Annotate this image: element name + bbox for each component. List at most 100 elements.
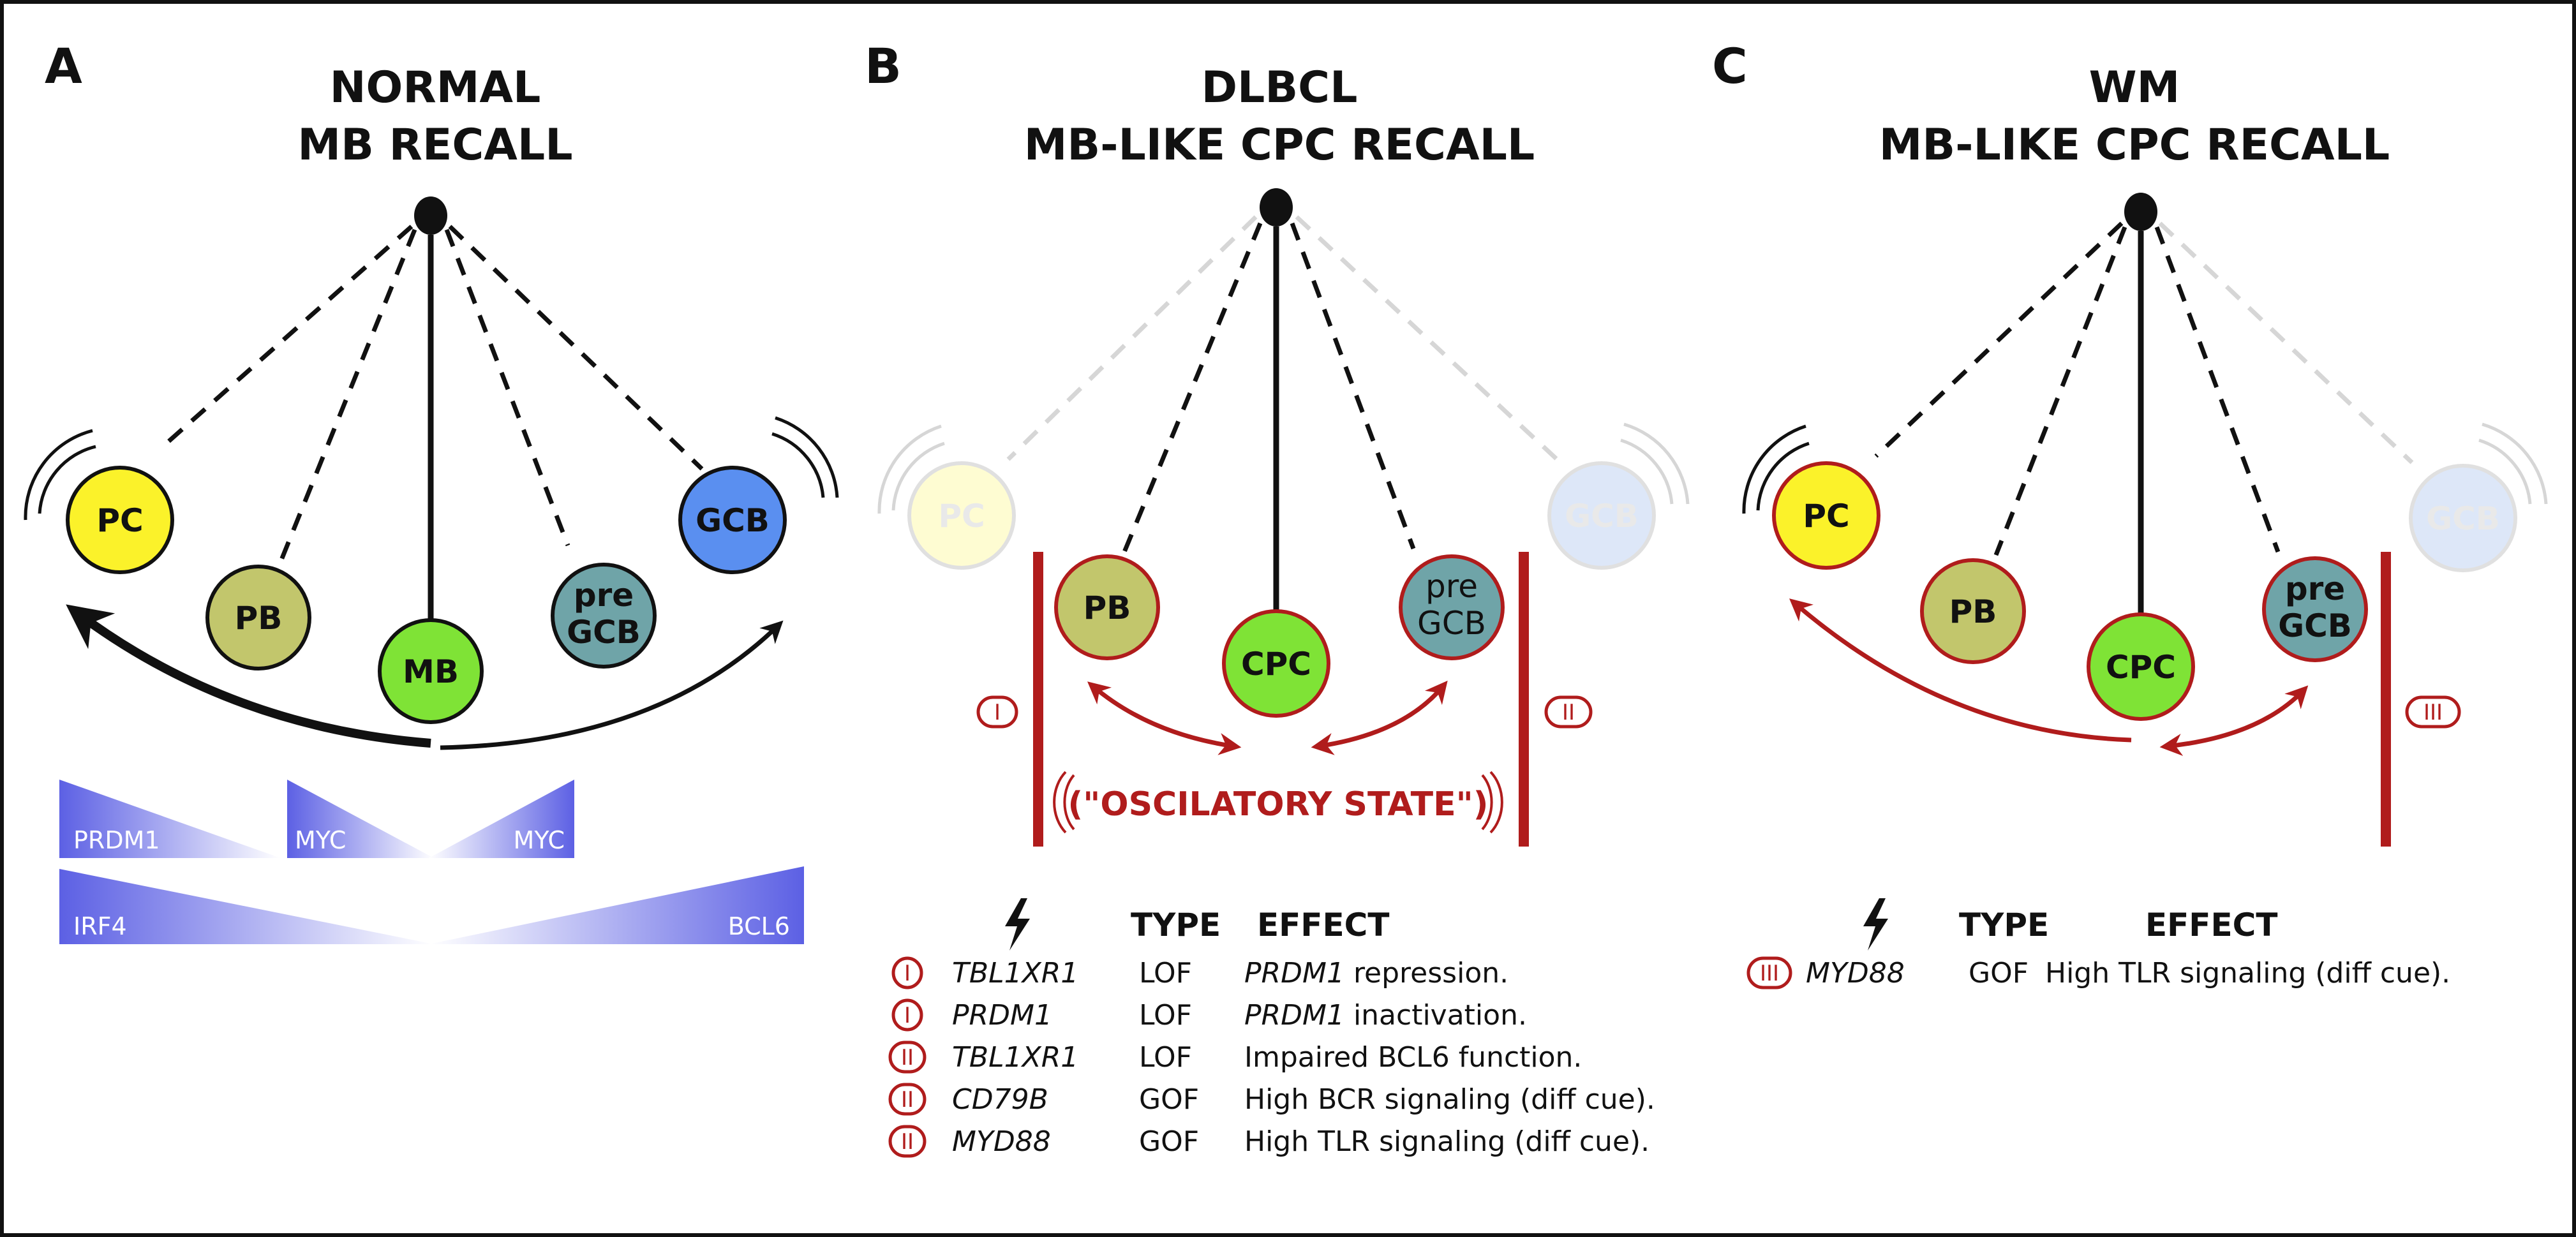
row-mark-badge xyxy=(888,1083,927,1116)
row-effect-text: High BCR signaling (diff cue). xyxy=(1244,1083,1655,1116)
pendulum-pivot xyxy=(414,196,447,235)
cell-pc-a: PC xyxy=(66,466,174,574)
cell-pregcb-label-2: GCB xyxy=(2278,607,2352,644)
panel-c-title-line2: MB-LIKE CPC RECALL xyxy=(1879,120,2390,170)
cell-pb-b: PB xyxy=(1054,554,1160,660)
lightning-bolt-icon xyxy=(1005,898,1030,951)
mutation-table-b: TYPE EFFECT xyxy=(1005,898,1389,951)
gradient-prdm1-label: PRDM1 xyxy=(73,826,160,854)
cell-pb-label: PB xyxy=(1949,593,1997,630)
cell-mb-label: MB xyxy=(403,653,459,690)
arrow-cpc-pregcb xyxy=(2159,685,2309,756)
oscillatory-state-label: ("OSCILATORY STATE") xyxy=(1068,785,1489,824)
panel-a-letter: A xyxy=(45,38,82,94)
row-mark-label: II xyxy=(901,1129,914,1155)
cell-gcb-a: GCB xyxy=(678,466,787,574)
cell-pc-b-faded: PC xyxy=(907,461,1016,570)
row-type: GOF xyxy=(1139,1125,1199,1158)
cell-pb-c: PB xyxy=(1920,558,2026,664)
pendulum-pivot xyxy=(1260,188,1293,226)
cell-pb-label: PB xyxy=(235,600,283,637)
row-mark-label: I xyxy=(904,1003,911,1028)
row-effect: High BCR signaling (diff cue). xyxy=(1244,1083,1655,1116)
panel-b-title-line2: MB-LIKE CPC RECALL xyxy=(1024,120,1535,170)
table-row: II TBL1XR1 LOF Impaired BCL6 function. xyxy=(888,1041,1582,1074)
cell-gcb-label: GCB xyxy=(696,502,770,539)
cell-pregcb-label-1: pre xyxy=(574,577,634,614)
panel-a-title-line1: NORMAL xyxy=(330,63,541,113)
swing-marks-right xyxy=(771,416,839,498)
cell-pregcb-label-1: pre xyxy=(2285,570,2345,607)
row-gene: MYD88 xyxy=(1806,957,1905,989)
gradient-irf4 xyxy=(59,869,434,944)
panel-a: A NORMAL MB RECALL PC PB MB xyxy=(24,38,839,944)
row-type: GOF xyxy=(1139,1083,1199,1116)
barrier-ii-label: II xyxy=(1562,700,1575,725)
arrow-cpc-to-pc xyxy=(1789,598,2132,743)
row-effect: High TLR signaling (diff cue). xyxy=(2045,957,2450,989)
cell-pc-label: PC xyxy=(1803,498,1849,535)
row-mark-badge xyxy=(1746,956,1792,989)
barrier-iii: III xyxy=(2381,552,2461,847)
cell-pb-a: PB xyxy=(205,565,311,670)
row-gene: TBL1XR1 xyxy=(952,1041,1078,1074)
arrow-cpc-pb xyxy=(1087,681,1242,755)
panel-b-title-line1: DLBCL xyxy=(1202,63,1358,113)
oscillatory-state: ("OSCILATORY STATE") xyxy=(1053,771,1503,834)
panel-b: B DLBCL MB-LIKE CPC RECALL PC GCB xyxy=(865,38,1690,951)
cell-pregcb-label-2: GCB xyxy=(567,614,641,651)
row-mark-badge xyxy=(891,956,923,989)
cell-gcb-label: GCB xyxy=(2426,500,2500,537)
row-mark-label: II xyxy=(901,1087,914,1113)
row-effect-text: High TLR signaling (diff cue). xyxy=(2045,957,2450,989)
cell-pregcb-label-2: GCB xyxy=(1417,605,1486,642)
pendulum-pivot xyxy=(2124,193,2157,231)
row-type: LOF xyxy=(1139,1041,1192,1074)
barrier-ii: II xyxy=(1519,552,1593,847)
row-mark-label: III xyxy=(1760,961,1779,986)
row-gene: PRDM1 xyxy=(952,999,1052,1032)
gradient-myc-right xyxy=(429,780,574,858)
table-header-type: TYPE xyxy=(1959,907,2049,944)
arrow-to-gcb xyxy=(440,620,784,750)
row-mark-badge xyxy=(891,998,923,1032)
pendulum-strings xyxy=(1874,221,2414,616)
cell-pregcb-b: pre GCB xyxy=(1399,554,1505,660)
table-header-effect: EFFECT xyxy=(1257,907,1389,944)
barrier-i-label: I xyxy=(994,700,1001,725)
cell-pc-label: PC xyxy=(96,502,143,539)
swing-marks-right xyxy=(1620,422,1690,505)
row-effect: PRDM1 repression. xyxy=(1244,957,1508,989)
row-effect: Impaired BCL6 function. xyxy=(1244,1041,1582,1074)
swing-marks-left xyxy=(24,429,96,521)
pendulum-strings xyxy=(1006,215,1559,612)
gradient-myc-left-label: MYC xyxy=(295,826,346,854)
cell-pb-label: PB xyxy=(1083,589,1131,626)
row-mark-label: II xyxy=(901,1045,914,1070)
gradient-irf4-label: IRF4 xyxy=(73,912,127,940)
cell-pregcb-a: pre GCB xyxy=(551,563,657,669)
row-type: LOF xyxy=(1139,957,1192,989)
cell-gcb-label: GCB xyxy=(1565,498,1639,535)
gradient-bcl6-label: BCL6 xyxy=(728,912,790,940)
cell-cpc-c: CPC xyxy=(2087,612,2195,721)
row-effect-gene: PRDM1 xyxy=(1244,999,1353,1032)
cell-pregcb-c: pre GCB xyxy=(2262,556,2368,662)
gradient-prdm1 xyxy=(59,780,281,858)
row-effect-text: repression. xyxy=(1353,957,1508,989)
row-effect: PRDM1 inactivation. xyxy=(1244,999,1527,1032)
cell-cpc-label: CPC xyxy=(2106,649,2176,686)
cell-pc-c: PC xyxy=(1772,461,1880,570)
cell-mb-a: MB xyxy=(378,618,484,724)
panel-c-letter: C xyxy=(1712,38,1748,94)
cell-pc-label: PC xyxy=(938,498,985,535)
panel-c-title-line1: WM xyxy=(2089,63,2180,113)
table-header-effect: EFFECT xyxy=(2145,907,2277,944)
arrow-cpc-pregcb xyxy=(1311,680,1448,755)
row-mark-label: I xyxy=(904,961,911,986)
lightning-bolt-icon xyxy=(1863,898,1888,951)
